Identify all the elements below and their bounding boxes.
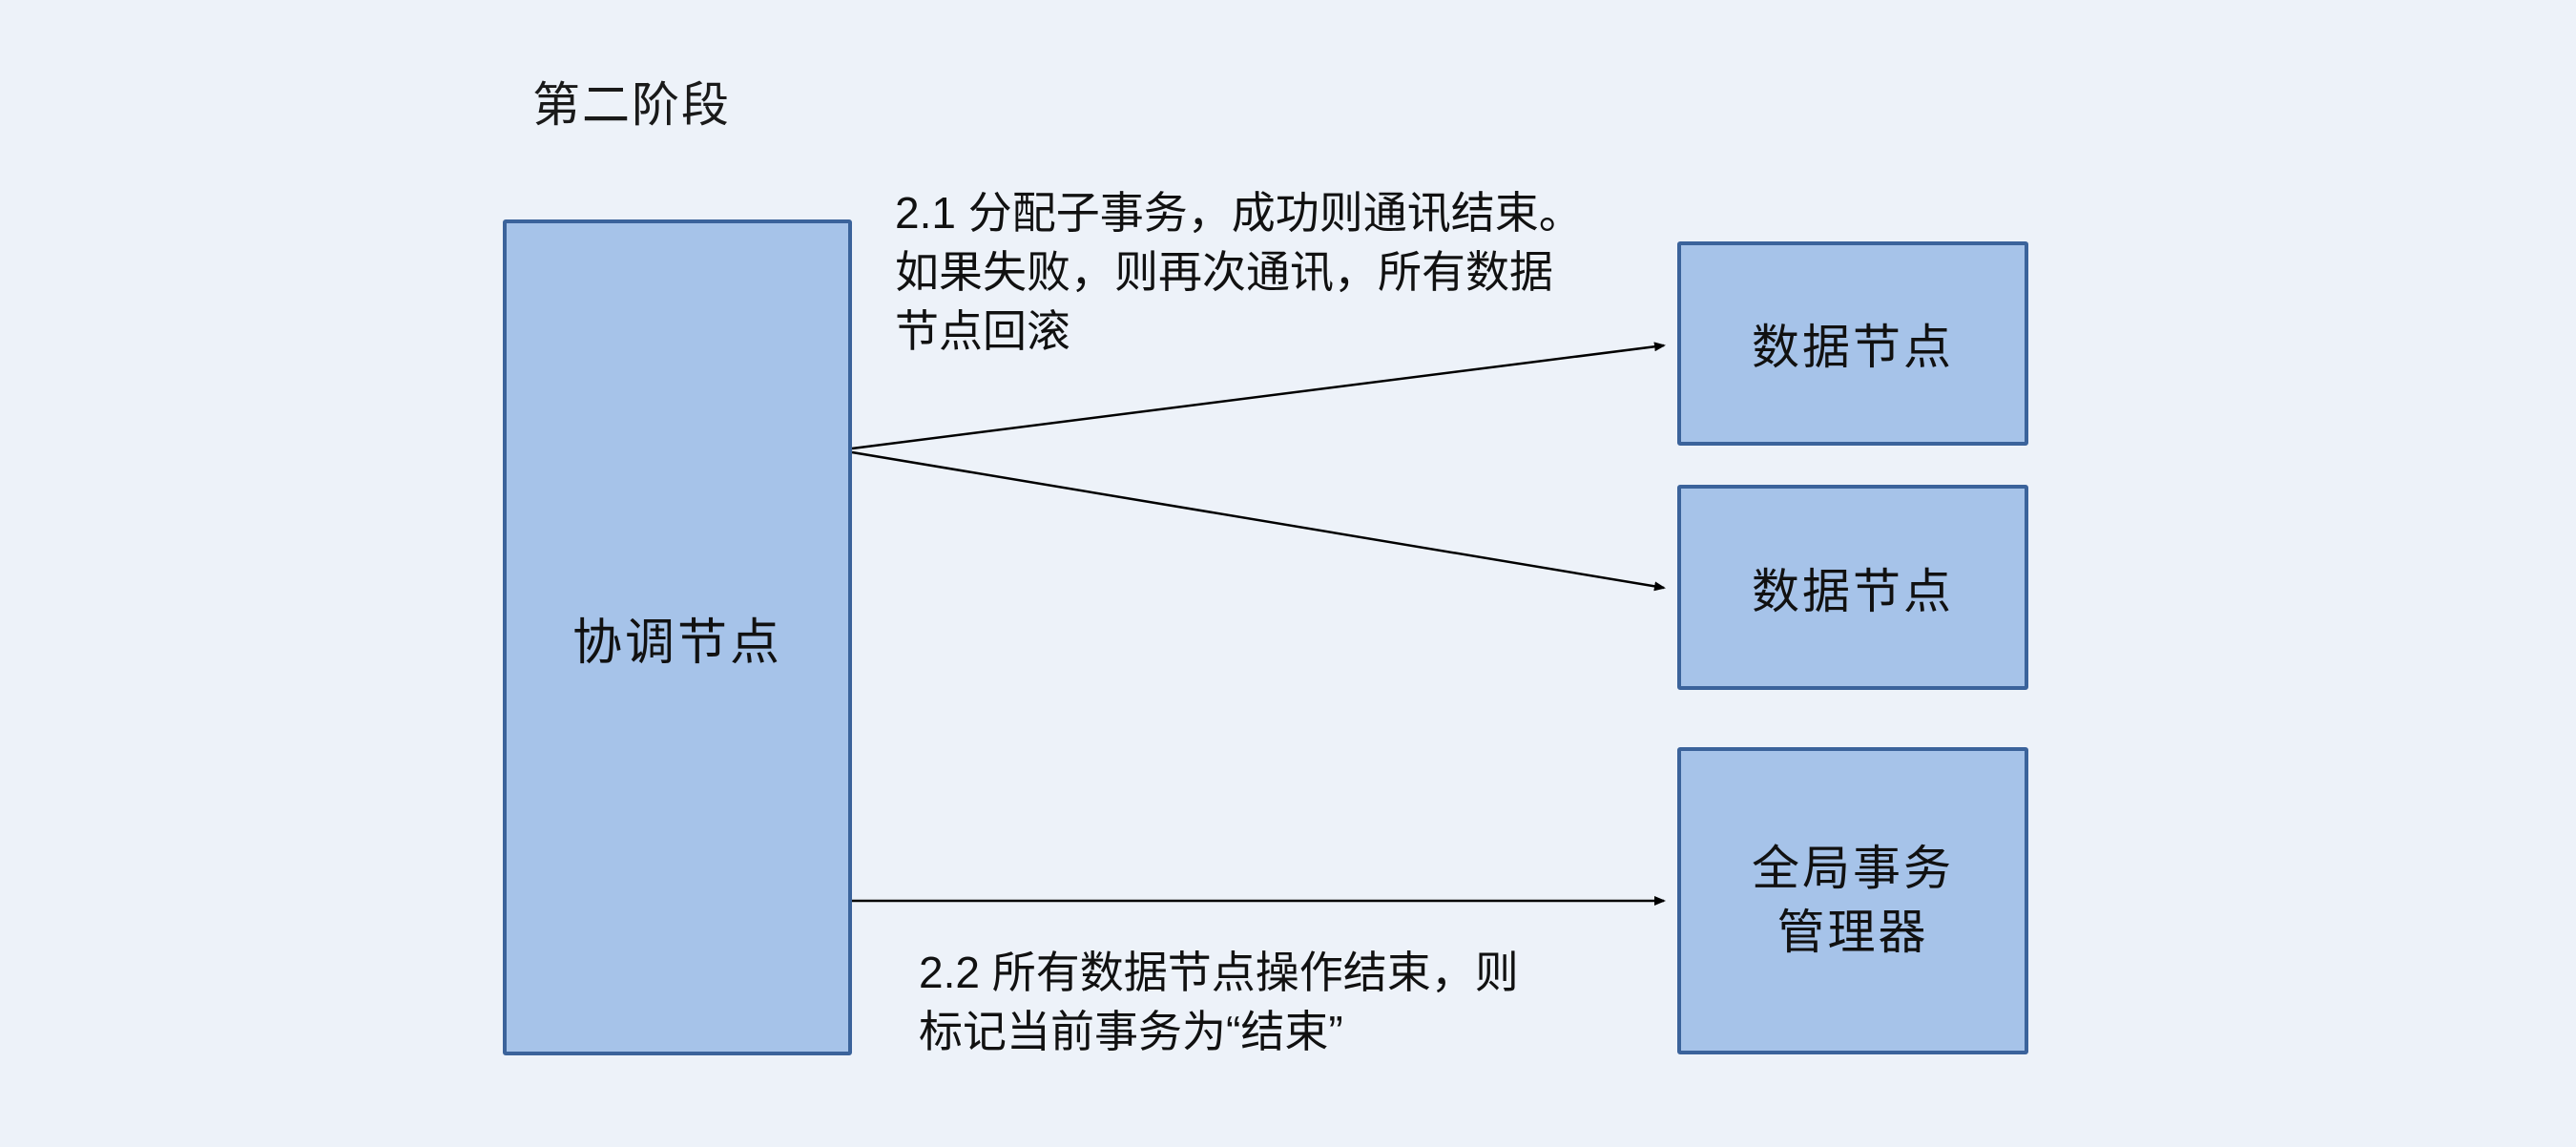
arrow-coordinator-to-data-node-2 — [851, 450, 1666, 592]
coordinator-node-label: 协调节点 — [571, 615, 782, 671]
data-node-1-label: 数据节点 — [1752, 321, 1954, 374]
annotation-step-2-1: 2.1 分配子事务，成功则通讯结束。 如果失败，则再次通讯，所有数据 节点回滚 — [895, 183, 1583, 361]
coordinator-node-box: 协调节点 — [503, 219, 852, 1055]
global-transaction-manager-label-line2: 管理器 — [1776, 906, 1929, 959]
annotation-step-2-2: 2.2 所有数据节点操作结束，则 标记当前事务为“结束” — [919, 943, 1519, 1061]
annotation-step-2-2-line2: 标记当前事务为“结束” — [919, 1007, 1343, 1057]
data-node-2-label: 数据节点 — [1752, 564, 1954, 618]
data-node-1-box: 数据节点 — [1677, 241, 2028, 446]
global-transaction-manager-box: 全局事务 管理器 — [1677, 747, 2028, 1054]
global-transaction-manager-label-line1: 全局事务 — [1752, 841, 1954, 895]
annotation-step-2-1-line2: 如果失败，则再次通讯，所有数据 — [895, 247, 1553, 298]
diagram-title: 第二阶段 — [532, 78, 731, 132]
data-node-2-box: 数据节点 — [1677, 485, 2028, 690]
annotation-step-2-2-line1: 2.2 所有数据节点操作结束，则 — [919, 948, 1519, 997]
annotation-step-2-1-line1: 2.1 分配子事务，成功则通讯结束。 — [895, 188, 1583, 238]
annotation-step-2-1-line3: 节点回滚 — [895, 306, 1070, 357]
